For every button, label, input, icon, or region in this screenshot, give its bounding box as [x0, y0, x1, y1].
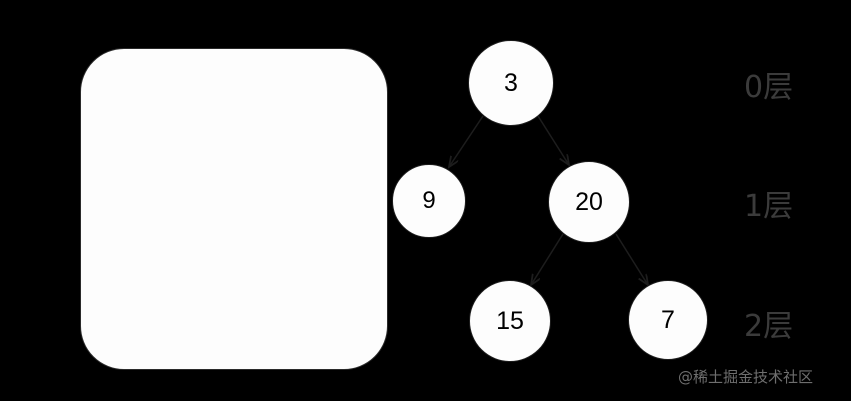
level-label-2: 2层	[744, 309, 794, 344]
tree-node-7[interactable]: 7	[628, 280, 708, 360]
level-label-1: 1层	[744, 189, 794, 224]
tree-node-20[interactable]: 20	[548, 161, 630, 243]
edge-20-to-7	[615, 233, 648, 285]
edge-3-to-20	[537, 115, 569, 165]
tree-node-9[interactable]: 9	[392, 164, 466, 238]
blank-rounded-panel	[80, 48, 388, 370]
edge-3-to-9	[449, 115, 484, 167]
watermark: @稀土掘金技术社区	[678, 368, 814, 386]
edge-20-to-15	[531, 233, 564, 285]
tree-node-15[interactable]: 15	[469, 280, 551, 362]
tree-node-3[interactable]: 3	[468, 40, 554, 126]
level-label-0: 0层	[744, 70, 794, 105]
